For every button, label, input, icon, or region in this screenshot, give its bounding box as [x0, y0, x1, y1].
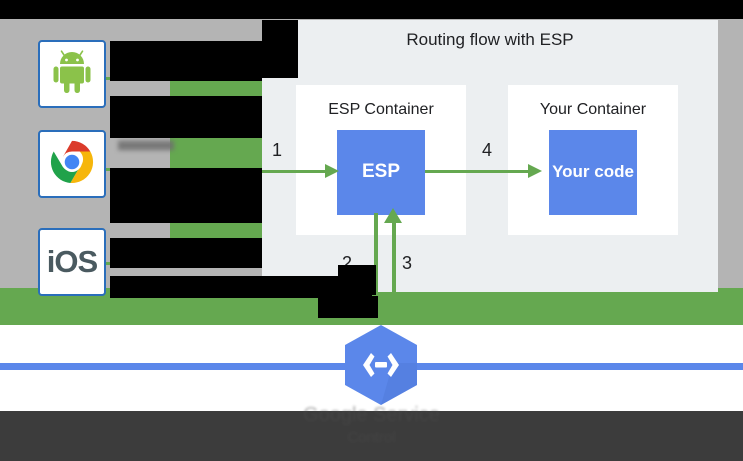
your-container-label: Your Container: [539, 101, 647, 118]
step-number-2: 2: [342, 253, 353, 273]
step-number-1: 1: [272, 140, 283, 160]
occluder: [110, 238, 262, 268]
occluder: [110, 96, 262, 138]
arrow-1-head: [325, 164, 339, 178]
top-black-bar: [0, 0, 743, 19]
occluder: [110, 276, 372, 298]
ios-icon: iOS: [46, 244, 98, 279]
arrow-2-line: [374, 213, 378, 325]
occluder: [338, 265, 376, 295]
service-caption-line1: Google Service: [303, 404, 440, 426]
arrow-4-line: [425, 170, 533, 173]
client-card-chrome[interactable]: [38, 130, 106, 198]
android-icon: [52, 49, 92, 99]
client-card-ios[interactable]: iOS: [38, 228, 106, 296]
occluder: [110, 41, 262, 81]
occluder: [110, 168, 262, 223]
step-number-3: 3: [402, 253, 413, 273]
occluder: [262, 20, 298, 78]
panel-title: Routing flow with ESP: [406, 30, 574, 49]
occluder: [318, 296, 378, 318]
arrow-4-head: [528, 164, 542, 178]
arrow-3-head: [384, 208, 402, 223]
api-hexagon-icon[interactable]: [341, 323, 421, 407]
arrow-1-line: [262, 170, 328, 173]
esp-container-label: ESP Container: [328, 101, 434, 118]
step-number-4: 4: [482, 140, 493, 160]
esp-service-box[interactable]: ESP: [337, 130, 425, 215]
service-caption-line2: Control: [347, 429, 396, 446]
arrow-3-line: [392, 222, 396, 325]
your-code-box[interactable]: Your code: [549, 130, 637, 215]
footer-bar: [0, 411, 743, 461]
client-card-android[interactable]: [38, 40, 106, 108]
chrome-icon: [49, 139, 95, 190]
